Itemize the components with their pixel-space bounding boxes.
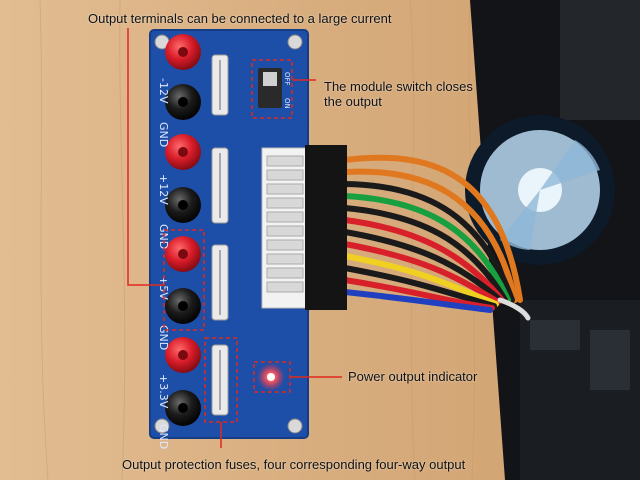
annotation-lines	[127, 28, 342, 448]
binding-post-black-2	[165, 187, 201, 223]
annotation-indicator: Power output indicator	[348, 369, 478, 384]
pcb-label-p12v: +12V	[157, 174, 170, 205]
binding-post-black-1	[165, 84, 201, 120]
annotation-fuses: Output protection fuses, four correspond…	[122, 457, 466, 472]
annotation-switch-line2: the output	[324, 94, 382, 109]
pc-case	[465, 0, 640, 480]
annotation-switch-line1: The module switch closes	[324, 79, 473, 94]
annotation-terminals: Output terminals can be connected to a l…	[88, 11, 392, 26]
binding-post-black-4	[165, 390, 201, 426]
binding-post-red-3	[165, 236, 201, 272]
pcb-label-switch-on: ON	[283, 98, 291, 109]
power-switch	[258, 68, 282, 108]
pcb-label-gnd4: GND	[157, 424, 170, 449]
pcb-label-switch-off: OFF	[283, 72, 291, 86]
pcb-label-gnd1: GND	[157, 122, 170, 147]
fuses	[211, 54, 229, 416]
binding-post-red-4	[165, 337, 201, 373]
binding-post-red-1	[165, 34, 201, 70]
atx-cable-bundle	[342, 154, 531, 321]
pcb-label-m12v: -12V	[157, 78, 170, 104]
binding-post-red-2	[165, 134, 201, 170]
binding-post-black-3	[165, 288, 201, 324]
atx-24pin-connector	[261, 145, 347, 310]
pcb-label-gnd3: GND	[157, 325, 170, 350]
power-indicator-led	[257, 363, 285, 391]
pcb-label-p33v: +3.3V	[157, 374, 170, 409]
pcb-label-p5v: +5V	[157, 276, 170, 300]
